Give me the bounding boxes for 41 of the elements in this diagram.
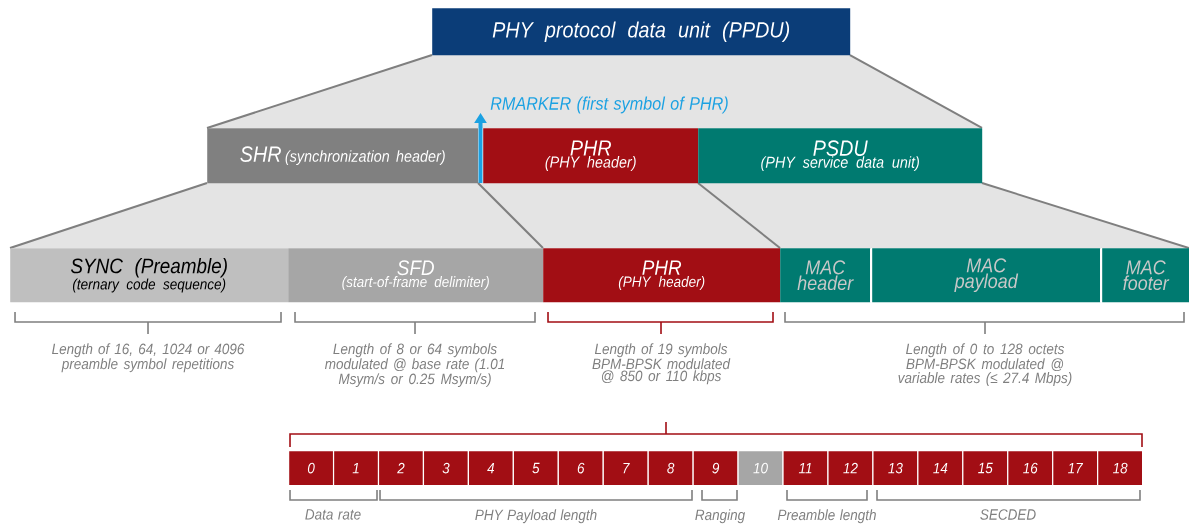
- description-text: Length of 0 to 128 octets BPM-BPSK modulated @ variable rates (≤ 27.4 Mbps): [898, 343, 1072, 387]
- bit-cell: 15: [962, 450, 1009, 487]
- unit-box: PHY protocol data unit (PPDU): [432, 8, 851, 56]
- bit-cell: 4: [467, 450, 514, 487]
- node-label: MAC header: [797, 260, 854, 291]
- node-label: MAC payload: [954, 258, 1019, 293]
- bit-cell: 6: [557, 450, 604, 487]
- header-box: PHR (PHY header): [483, 128, 699, 184]
- field-name-label: PHY Payload length: [475, 509, 597, 524]
- bit-cell: 9: [692, 450, 739, 487]
- header-box: SHR (synchronization header): [207, 128, 479, 184]
- bit-cell: 13: [872, 450, 919, 487]
- description-text: Length of 16, 64, 1024 or 4096 preamble symbol repetitions: [52, 343, 245, 373]
- bit-cell: 17: [1052, 450, 1099, 487]
- field-name-label: Ranging: [695, 509, 745, 524]
- bit-cell: 10: [737, 450, 784, 487]
- marker-label: RMARKER (first symbol of PHR): [490, 96, 728, 114]
- field-name-label: SECDED: [980, 509, 1036, 520]
- field-name-label: Preamble length: [777, 509, 876, 524]
- data-unit-box: PSDU (PHY service data unit): [698, 128, 983, 184]
- description-text: Length of 8 or 64 symbols modulated @ base rate (1.01 Msym/s or 0.25 Msym/s): [325, 343, 505, 388]
- bit-cell: 7: [602, 450, 649, 487]
- bit-cell: 5: [512, 450, 559, 487]
- node-label: MAC footer: [1123, 260, 1170, 291]
- bit-cell: 12: [827, 450, 874, 487]
- field-box: MAC footer: [1102, 248, 1189, 303]
- bit-cell: 0: [288, 450, 335, 487]
- bit-cell: 2: [377, 450, 425, 487]
- bit-cell: 14: [917, 450, 964, 487]
- description-text: Length of 19 symbols BPM-BPSK modulated @ 850 or 110 kbps: [592, 343, 731, 385]
- bit-cell: 3: [422, 450, 469, 487]
- field-box: PHR (PHY header): [543, 248, 781, 303]
- bit-cell: 1: [332, 450, 380, 487]
- bit-cell: 8: [647, 450, 694, 487]
- field-box: SFD (start-of-frame delimiter): [288, 248, 544, 303]
- bit-cell: 18: [1097, 450, 1144, 487]
- field-name-label: Data rate: [305, 509, 361, 520]
- field-box: MAC header: [780, 248, 871, 303]
- field-box: SYNC (Preamble) (ternary code sequence): [10, 248, 289, 303]
- bit-cell: 16: [1007, 450, 1054, 487]
- bit-cell: 11: [782, 450, 829, 487]
